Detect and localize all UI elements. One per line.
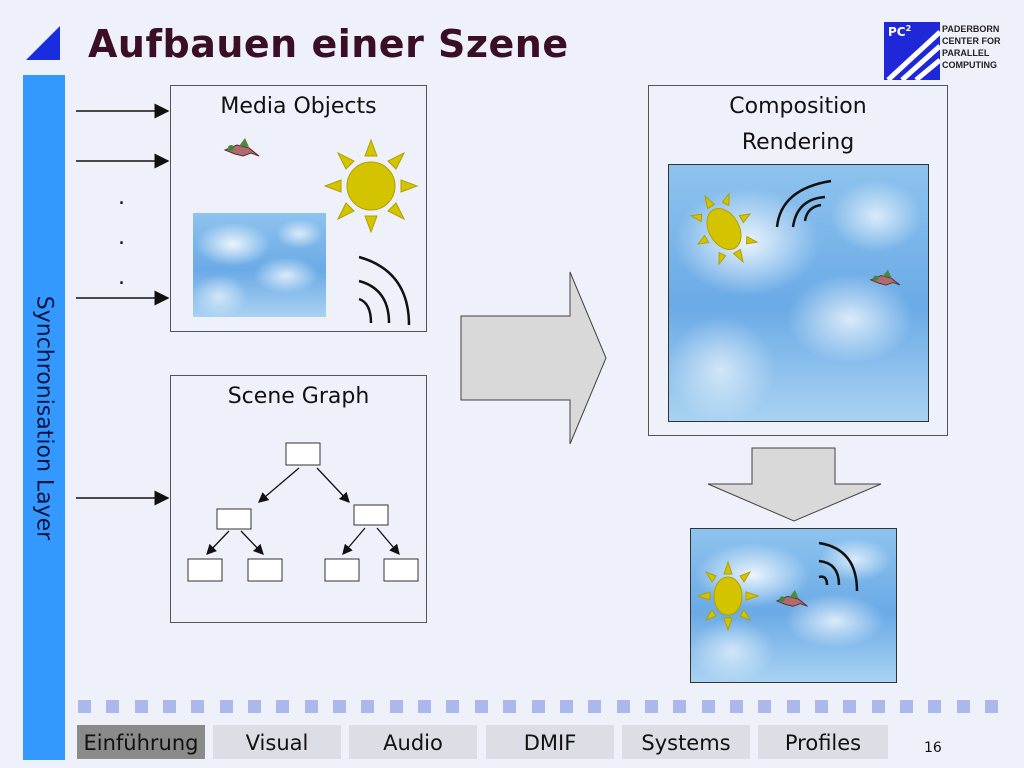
bird-icon [775,590,808,607]
down-flow-arrow [707,447,882,522]
logo: PC2 PADERBORN CENTER FOR PARALLEL COMPUT… [884,22,1004,82]
sky-image [193,213,326,317]
tree-node-leaf [247,558,283,582]
scene-graph-tree [187,442,419,582]
composition-sky-scene [668,164,929,422]
composition-title: Composition [729,94,867,119]
corner-triangle-icon [26,26,60,60]
scene-graph-title: Scene Graph [227,384,370,409]
audio-waves-icon [775,179,832,228]
synchronisation-layer-bar: Synchronisation Layer [23,75,65,760]
tab-dmif[interactable]: DMIF [486,725,614,759]
bird-icon [223,138,260,157]
page-number: 16 [924,740,942,756]
rendered-output-frame [690,528,897,683]
sun-icon [697,561,759,631]
logo-text: PADERBORN CENTER FOR PARALLEL COMPUTING [942,24,1001,70]
sun-icon [323,138,419,234]
page-title: Aufbauen einer Szene [88,22,569,66]
right-flow-arrow [460,271,607,445]
media-objects-title: Media Objects [220,94,377,119]
tab-einfuehrung[interactable]: Einführung [77,725,205,759]
tab-profiles[interactable]: Profiles [758,725,888,759]
pc2-logo-icon [884,22,940,80]
decorative-dots-row [78,700,998,714]
tab-audio[interactable]: Audio [349,725,477,759]
sun-icon [689,192,759,266]
audio-waves-icon [358,255,411,326]
input-arrows [76,103,170,506]
tree-node-leaf [187,558,223,582]
synchronisation-layer-label: Synchronisation Layer [31,295,57,540]
ellipsis-dots: . . . [118,185,125,290]
audio-waves-icon [818,541,859,592]
tree-node-leaf [324,558,360,582]
tree-node-leaf [383,558,419,582]
tree-node [216,508,252,530]
bird-icon [869,269,901,286]
rendering-title: Rendering [741,130,855,155]
composition-rendering-panel: Composition Rendering [648,85,948,436]
logo-mark: PC2 [888,24,912,39]
tab-visual[interactable]: Visual [213,725,341,759]
tab-systems[interactable]: Systems [622,725,750,759]
scene-graph-panel: Scene Graph [170,375,427,623]
tree-node-root [285,442,321,466]
media-objects-panel: Media Objects [170,85,427,332]
tree-node [353,504,389,526]
